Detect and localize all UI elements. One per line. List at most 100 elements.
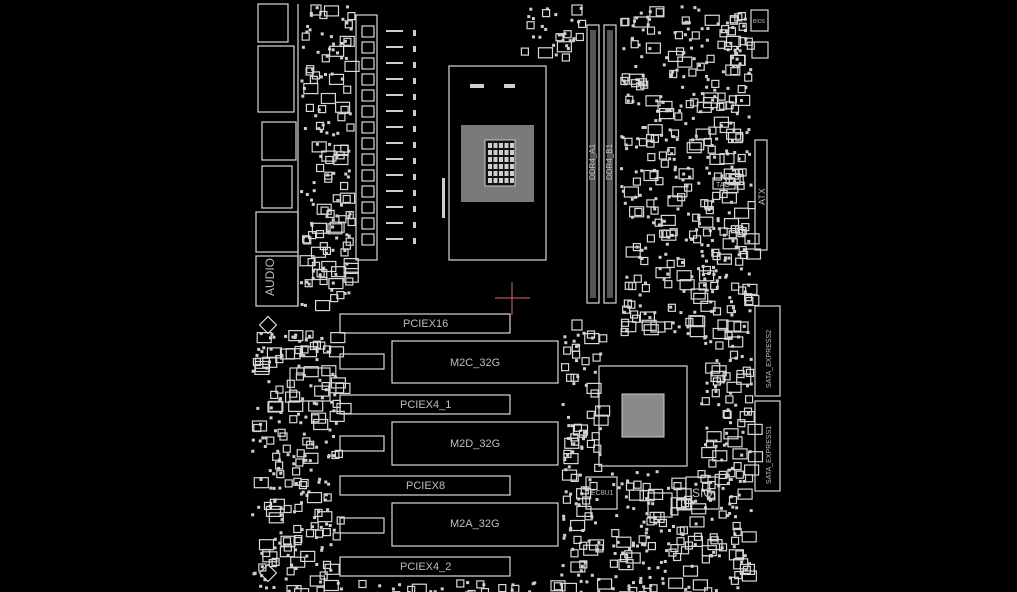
pad: [286, 567, 295, 576]
cpu-socket[interactable]: [442, 65, 547, 261]
pad: [714, 385, 717, 389]
m2a-slot[interactable]: M2A_32G: [391, 502, 559, 547]
pad: [299, 492, 303, 496]
pad: [488, 150, 492, 155]
io-port[interactable]: [255, 211, 299, 253]
pad: [613, 552, 617, 555]
m2d-slot[interactable]: M2D_32G: [391, 421, 559, 466]
pad: [290, 556, 306, 568]
pad: [300, 528, 304, 532]
pad: [659, 95, 663, 99]
pad: [308, 334, 312, 338]
pad: [621, 17, 630, 26]
pad: [572, 382, 576, 386]
pad: [723, 41, 733, 51]
pad: [738, 168, 747, 177]
pad: [700, 92, 704, 96]
pad: [563, 32, 567, 36]
pad: [326, 230, 330, 234]
pad: [644, 246, 648, 250]
pad: [320, 337, 324, 340]
pad: [319, 276, 328, 286]
sata-express-connector-1[interactable]: SATA_EXPRESS2: [754, 305, 781, 397]
pad: [308, 231, 317, 240]
pad: [570, 437, 580, 446]
pad: [334, 421, 338, 425]
pad: [279, 531, 283, 535]
pad: [386, 142, 403, 144]
pad: [713, 155, 717, 159]
pad: [640, 257, 644, 260]
pcie-x1-slot[interactable]: [339, 517, 385, 534]
pad: [719, 30, 723, 34]
pad: [726, 86, 730, 90]
pad: [316, 586, 325, 592]
chip: [289, 367, 331, 402]
m2c-slot[interactable]: M2C_32G: [391, 340, 559, 384]
pad: [676, 193, 686, 202]
pad: [343, 249, 347, 252]
io-port[interactable]: [257, 3, 289, 43]
dimm-slot-a[interactable]: DDR4_A1: [586, 24, 600, 304]
pad: [681, 85, 685, 89]
pad: [279, 506, 283, 510]
pad: [499, 143, 503, 148]
pad: [321, 54, 330, 63]
pcie-x8-slot[interactable]: PCIEX8: [339, 475, 511, 496]
pad: [688, 175, 692, 179]
pad: [620, 327, 629, 337]
io-port[interactable]: [261, 121, 297, 161]
bios-chip[interactable]: BIOS: [750, 9, 769, 32]
pad: [749, 382, 753, 386]
pcie-x1-slot[interactable]: [339, 353, 385, 370]
pad: [707, 145, 716, 154]
sio-chip[interactable]: SIO: [685, 476, 720, 510]
pad: [731, 26, 735, 29]
pad: [316, 163, 325, 173]
pad: [676, 207, 680, 211]
pad: [591, 432, 600, 441]
pad: [621, 189, 625, 193]
pad: [635, 145, 638, 149]
ec-chip[interactable]: EC8U1: [585, 476, 618, 510]
pad: [723, 428, 739, 440]
pad: [567, 424, 571, 428]
pad: [300, 190, 304, 194]
pad: [278, 541, 282, 545]
pad: [725, 431, 729, 435]
dimm-slot-b[interactable]: DDR4_B1: [603, 24, 617, 304]
pad: [709, 498, 712, 502]
pad: [499, 150, 503, 155]
pad: [665, 242, 669, 246]
pad: [667, 50, 684, 63]
pad: [691, 500, 695, 504]
pad: [693, 543, 697, 547]
pad: [309, 575, 325, 587]
pad: [742, 324, 746, 328]
pad: [747, 128, 751, 132]
io-port[interactable]: [257, 45, 295, 113]
pad: [498, 583, 507, 592]
chipset-pch[interactable]: [598, 365, 688, 467]
pad: [280, 518, 284, 522]
pad: [694, 134, 698, 138]
sata-express-connector-2[interactable]: SATA_EXPRESS1: [754, 400, 781, 492]
pad: [361, 73, 375, 86]
pad: [306, 24, 310, 28]
pcie-x4-2-slot[interactable]: PCIEX4_2: [339, 556, 511, 577]
pad: [335, 154, 339, 158]
atx-power-connector[interactable]: ATX: [754, 139, 768, 251]
io-port[interactable]: [261, 165, 293, 209]
pcie-x4-1-slot[interactable]: PCIEX4_1: [339, 394, 511, 415]
pad: [689, 516, 705, 528]
pcie-x1-slot[interactable]: [339, 435, 385, 452]
pad: [413, 158, 416, 164]
pcie-x16-slot[interactable]: PCIEX16: [339, 313, 511, 334]
pad: [718, 101, 728, 110]
pad: [626, 479, 630, 483]
pad: [301, 94, 305, 98]
pad: [258, 439, 262, 443]
pad: [733, 527, 742, 537]
pad: [674, 175, 678, 179]
